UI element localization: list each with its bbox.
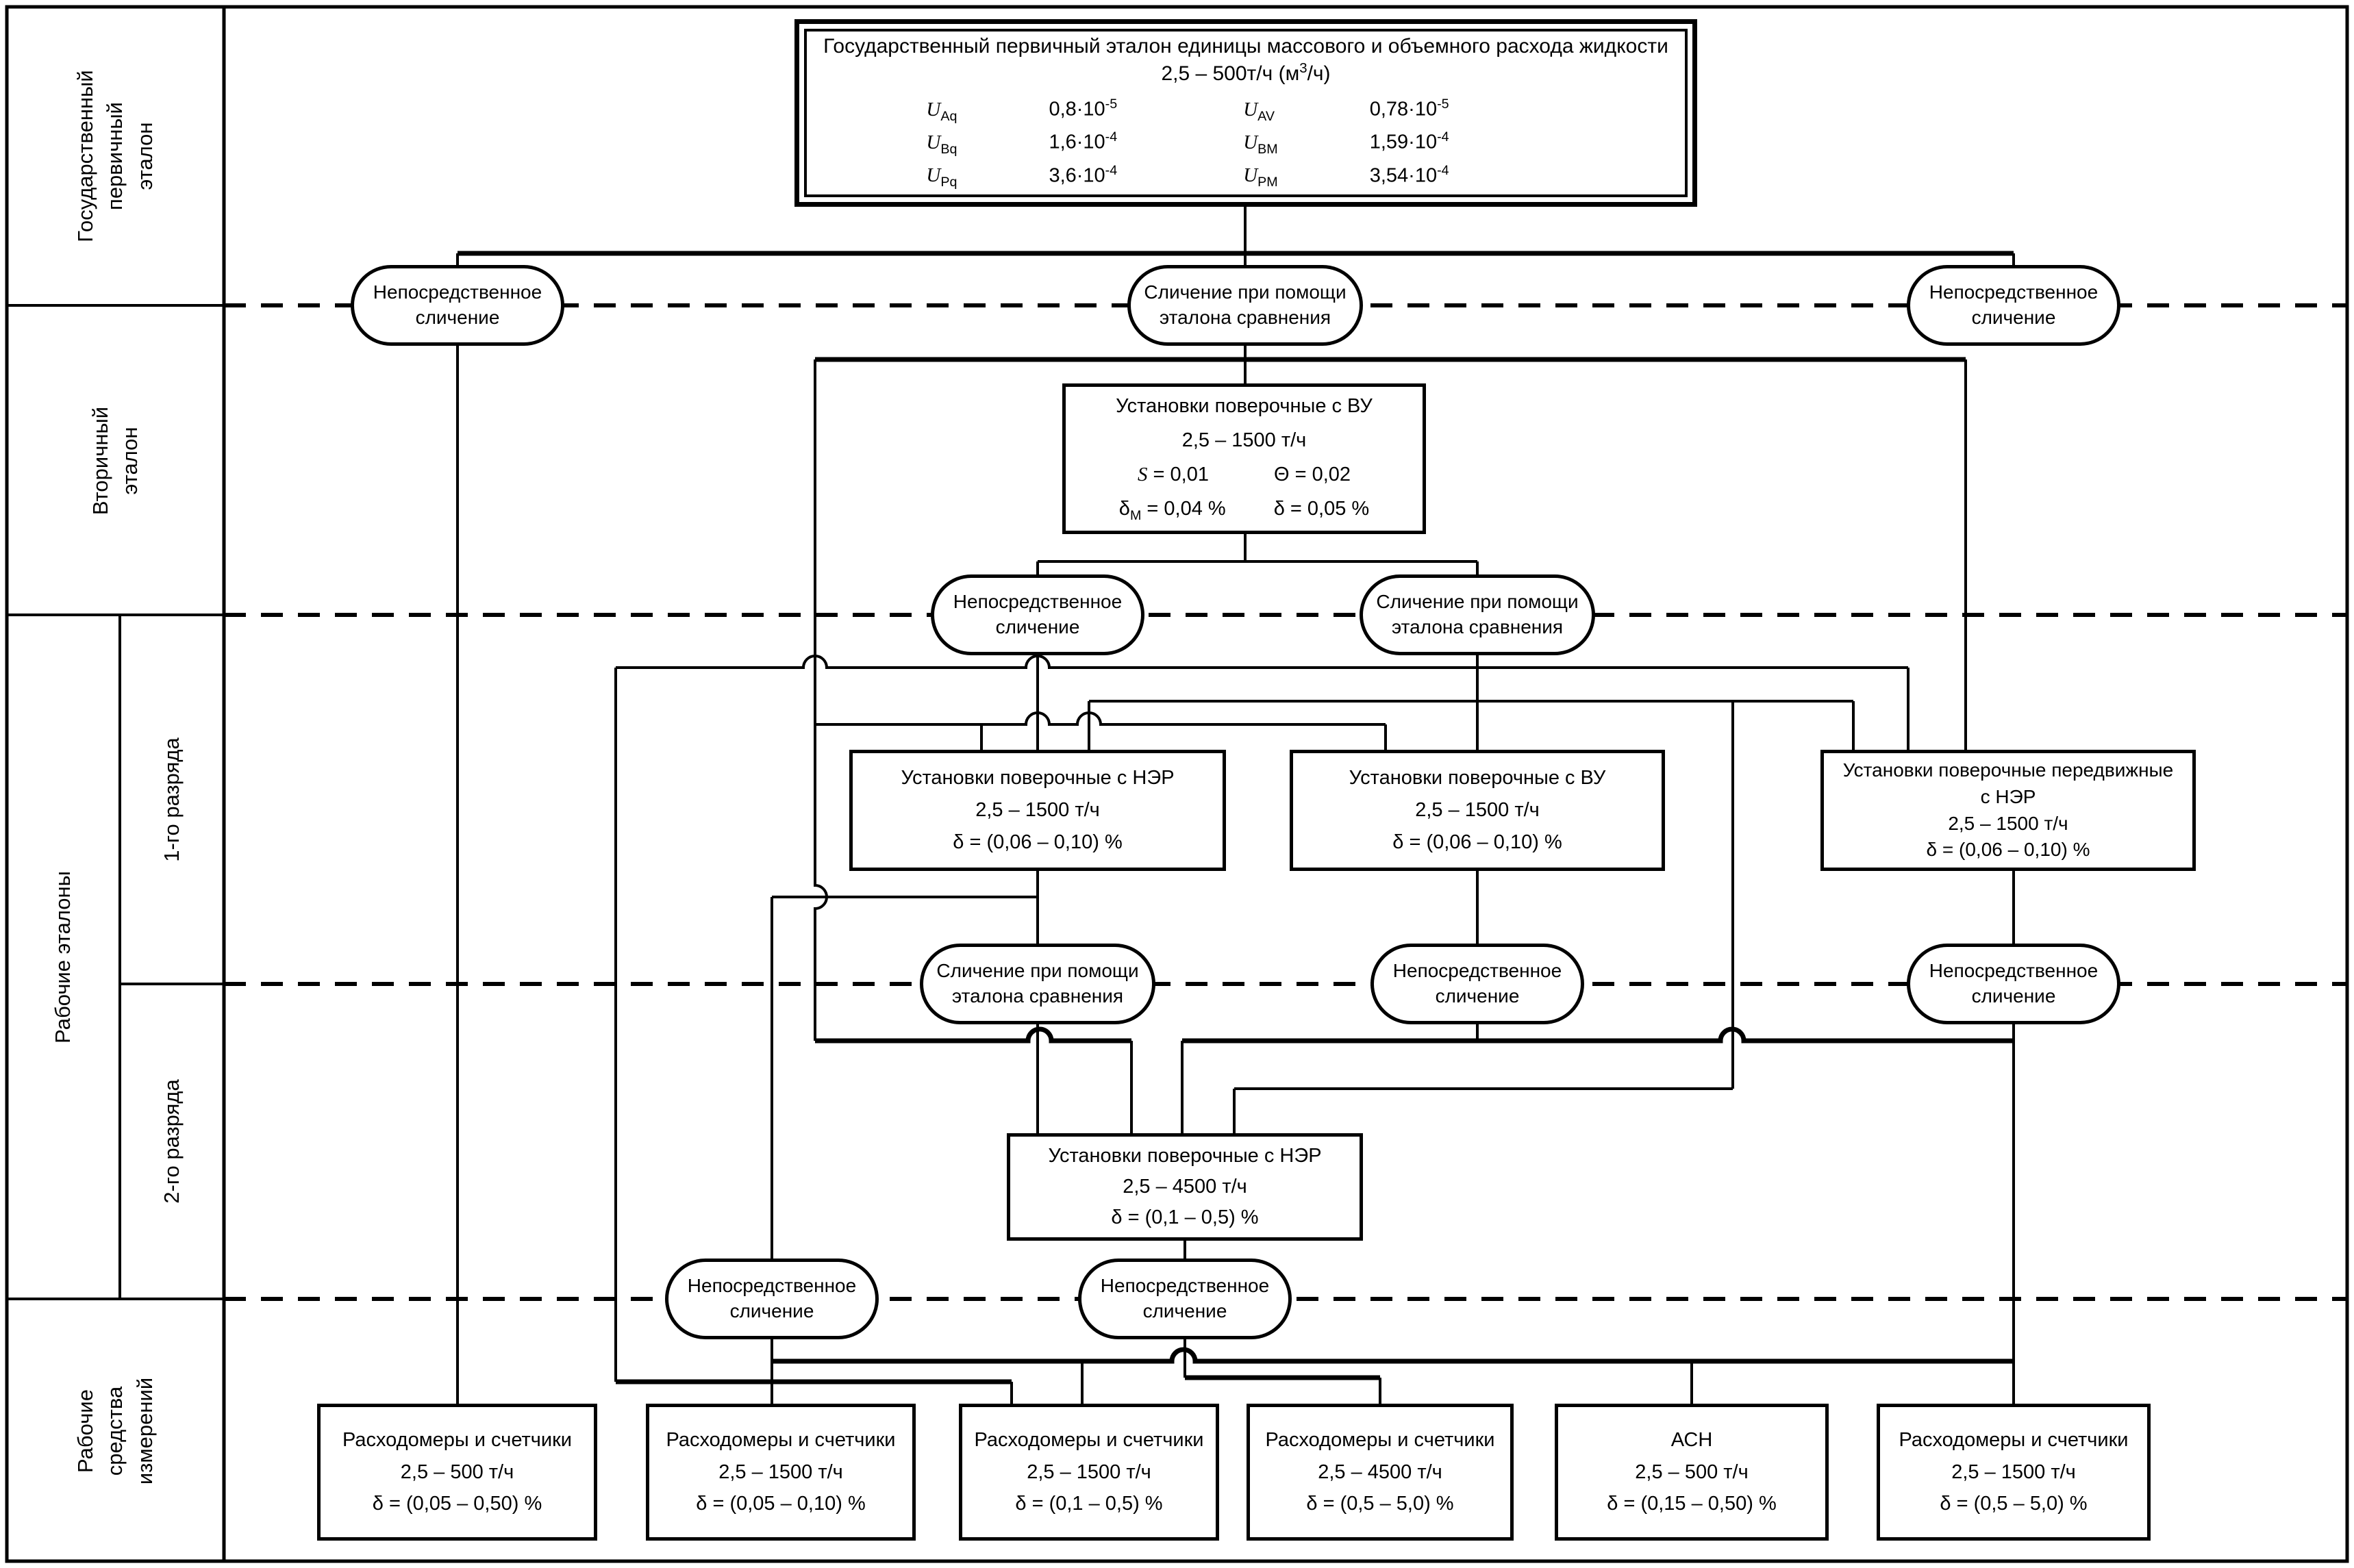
box-title: Расходомеры и счетчики: [342, 1428, 572, 1451]
working-standard-1-ner-box: Установки поверочные с НЭР 2,5 – 1500 т/…: [849, 750, 1226, 871]
box-title: Расходомеры и счетчики: [1265, 1428, 1495, 1451]
oval-direct-comparison-row1-right: Непосредственное сличение: [1907, 265, 2120, 346]
sidebar-label-working-standards: Рабочие эталоны: [51, 871, 75, 1044]
box-title: Установки поверочные с ВУ: [1349, 767, 1606, 789]
box-delta: δ = (0,5 – 5,0) %: [1940, 1493, 2088, 1515]
box-range: 2,5 – 4500 т/ч: [1123, 1176, 1247, 1198]
box-range: 2,5 – 500 т/ч: [400, 1460, 514, 1483]
instrument-box-flowmeters-500: Расходомеры и счетчики 2,5 – 500 т/ч δ =…: [317, 1404, 597, 1541]
box-range: 2,5 – 4500 т/ч: [1318, 1460, 1442, 1483]
working-standard-2-ner-box: Установки поверочные с НЭР 2,5 – 4500 т/…: [1007, 1133, 1363, 1241]
box-title: Расходомеры и счетчики: [974, 1428, 1204, 1451]
oval-direct-comparison-row2-left: Непосредственное сличение: [931, 574, 1144, 655]
sidebar-label-rank-2: 2-го разряда: [160, 1079, 184, 1204]
oval-direct-comparison-row3-right: Непосредственное сличение: [1907, 944, 2120, 1024]
primary-standard-title: Государственный первичный эталон единицы…: [823, 35, 1668, 86]
box-title: Расходомеры и счетчики: [666, 1428, 896, 1451]
instrument-box-flowmeters-1500a: Расходомеры и счетчики 2,5 – 1500 т/ч δ …: [646, 1404, 916, 1541]
oval-direct-comparison-row4-left: Непосредственное сличение: [665, 1259, 879, 1339]
box-title: АСН: [1670, 1428, 1713, 1451]
box-delta: δ = (0,06 – 0,10) %: [1926, 839, 2090, 861]
oval-via-standard-row3-left: Сличение при помощи эталона сравнения: [920, 944, 1155, 1024]
box-delta: δ = (0,06 – 0,10) %: [1392, 831, 1562, 853]
box-range: 2,5 – 1500 т/ч: [1948, 812, 2068, 834]
box-title: Установки поверочные с НЭР: [901, 767, 1175, 789]
box-delta: δ = (0,06 – 0,10) %: [953, 831, 1123, 853]
secondary-standard-box: Установки поверочные с ВУ 2,5 – 1500 т/ч…: [1062, 383, 1426, 534]
box-values-row-1: S = 0,01 Θ = 0,02: [1137, 464, 1351, 486]
box-range: 2,5 – 1500 т/ч: [975, 799, 1100, 822]
box-range: 2,5 – 1500 т/ч: [1951, 1460, 2076, 1483]
box-delta: δ = (0,1 – 0,5) %: [1015, 1493, 1163, 1515]
instrument-box-asn: АСН 2,5 – 500 т/ч δ = (0,15 – 0,50) %: [1555, 1404, 1829, 1541]
box-delta: δ = (0,05 – 0,10) %: [696, 1493, 866, 1515]
sidebar-label-rank-1: 1-го разряда: [160, 737, 184, 862]
instrument-box-flowmeters-1500b: Расходомеры и счетчики 2,5 – 1500 т/ч δ …: [959, 1404, 1219, 1541]
working-standard-1-vu-box: Установки поверочные с ВУ 2,5 – 1500 т/ч…: [1290, 750, 1665, 871]
primary-standard-box: Государственный первичный эталон единицы…: [794, 19, 1697, 207]
oval-via-standard-row1-center: Сличение при помощи эталона сравнения: [1127, 265, 1363, 346]
primary-standard-uncertainties: UAq 0,8·10-5 UAV 0,78·10-5 UBq 1,6·10-4 …: [926, 97, 1449, 190]
box-range: 2,5 – 1500 т/ч: [718, 1460, 843, 1483]
box-title: Расходомеры и счетчики: [1899, 1428, 2129, 1451]
box-range: 2,5 – 1500 т/ч: [1415, 799, 1540, 822]
oval-direct-comparison-row1-left: Непосредственное сличение: [351, 265, 564, 346]
working-standard-1-mobile-ner-box: Установки поверочные передвижные с НЭР 2…: [1820, 750, 2196, 871]
box-delta: δ = (0,1 – 0,5) %: [1111, 1206, 1259, 1228]
box-range: 2,5 – 1500 т/ч: [1181, 429, 1307, 452]
box-title: Установки поверочные с НЭР: [1048, 1145, 1322, 1167]
box-values-row-2: δМ = 0,04 % δ = 0,05 %: [1118, 497, 1370, 523]
oval-direct-comparison-row3-center: Непосредственное сличение: [1370, 944, 1584, 1024]
sidebar-label-working-instruments: Рабочие средства измерений: [73, 1377, 157, 1485]
box-title: Установки поверочные передвижные с НЭР: [1842, 759, 2174, 807]
instrument-box-flowmeters-1500c: Расходомеры и счетчики 2,5 – 1500 т/ч δ …: [1877, 1404, 2151, 1541]
box-delta: δ = (0,05 – 0,50) %: [372, 1493, 542, 1515]
box-delta: δ = (0,5 – 5,0) %: [1306, 1493, 1454, 1515]
box-range: 2,5 – 500 т/ч: [1635, 1460, 1749, 1483]
sidebar-label-secondary-standard: Вторичный эталон: [88, 406, 142, 516]
box-range: 2,5 – 1500 т/ч: [1027, 1460, 1151, 1483]
oval-direct-comparison-row4-right: Непосредственное сличение: [1078, 1259, 1292, 1339]
instrument-box-flowmeters-4500: Расходомеры и счетчики 2,5 – 4500 т/ч δ …: [1247, 1404, 1514, 1541]
box-delta: δ = (0,15 – 0,50) %: [1607, 1493, 1777, 1515]
box-title: Установки поверочные с ВУ: [1116, 395, 1373, 418]
oval-via-standard-row2-right: Сличение при помощи эталона сравнения: [1360, 574, 1595, 655]
